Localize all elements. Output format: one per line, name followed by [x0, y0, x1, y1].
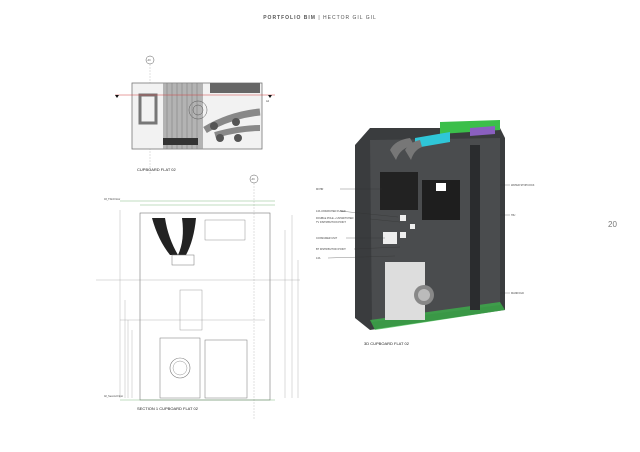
label-double-pole: DOUBLE POLE + UNSWITCHED — [316, 217, 354, 220]
section-grid-marker: A3 — [252, 178, 256, 181]
label-manifold: MANIFOLD — [511, 292, 524, 295]
section-drawing: A3 03_Third Floor 02_Second Floor SECTIO… — [96, 174, 300, 420]
label-consumer-unit: CONSUMER UNIT — [316, 237, 338, 240]
section-bottom-level: 02_Second Floor — [104, 395, 123, 398]
label-hiu: HIU — [511, 214, 516, 217]
view3d-caption: 3D CUPBOARD FLAT 02 — [364, 341, 410, 346]
label-water-stopcock: WATER STOPCOCK — [511, 184, 535, 187]
portfolio-title: PORTFOLIO BIM — [263, 15, 316, 21]
label-tv-distribution: TV DISTRIBUTION POINT — [316, 221, 346, 224]
section-top-level: 03_Third Floor — [104, 198, 120, 201]
plan-caption: CUPBOARD FLAT 02 — [137, 167, 177, 172]
label-13a-unswitched-fused: 13A UNSWICHED FUSED — [316, 210, 346, 213]
header-author: HECTOR GIL GIL — [323, 15, 377, 21]
plan-grid-marker: A3 — [148, 59, 152, 62]
label-bt-distribution: BT DISTRIBUTION POINT — [316, 248, 346, 251]
plan-drawing: A3 A4 CUPBOARD FLAT 02 — [115, 55, 275, 175]
page-header: PORTFOLIO BIM | HECTOR GIL GIL — [0, 15, 640, 21]
plan-section-marker: A4 — [266, 100, 270, 103]
cupboard-3d-view: MVHR 13A UNSWICHED FUSED DOUBLE POLE + U… — [316, 120, 535, 346]
page-number: 20 — [608, 220, 617, 229]
section-caption: SECTION 1 CUPBOARD FLAT 02 — [137, 406, 199, 411]
header-separator: | — [318, 15, 321, 21]
label-13a: 13A — [316, 257, 321, 260]
label-mvhr: MVHR — [316, 188, 324, 191]
